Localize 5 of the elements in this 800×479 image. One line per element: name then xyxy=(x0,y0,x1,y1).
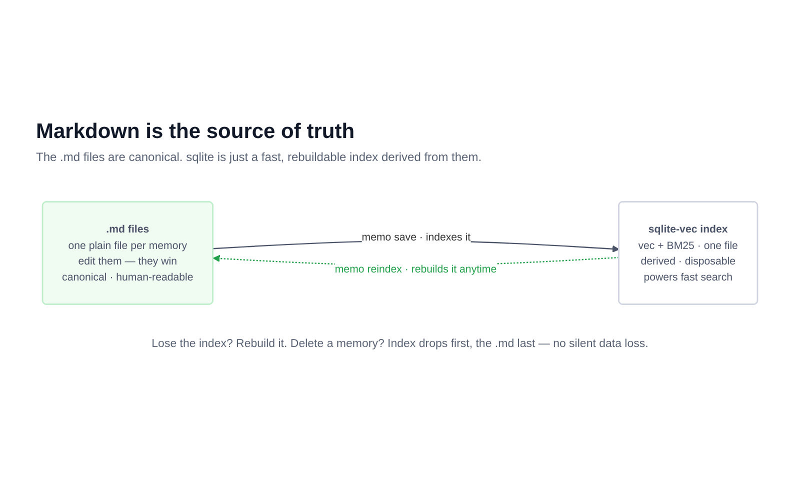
footnote: Lose the index? Rebuild it. Delete a memory? Index drops first, the .md last — no silent data loss. xyxy=(150,338,650,350)
title: Markdown is the source of truth xyxy=(36,120,356,144)
edge-label: memo save · indexes it xyxy=(362,230,471,243)
edge-label: memo reindex · rebuilds it anytime xyxy=(334,262,497,275)
subtitle: The .md files are canonical. sqlite is just a fast, rebuildable index derived from them. xyxy=(36,150,483,164)
